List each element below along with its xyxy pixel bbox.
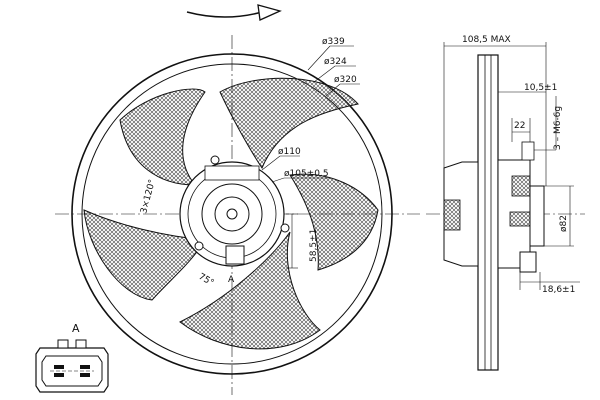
- dim-bolt-circle: ø105±0.5: [284, 169, 329, 179]
- side-view: 108,5 MAX 10,5±1 22 3 – M6-6g ø82 18,6±1: [426, 35, 585, 371]
- dim-thread: 3 – M6-6g: [553, 106, 563, 150]
- rotation-arrow-icon: [186, 4, 282, 21]
- dim-angle-left: 3×120°: [139, 178, 158, 214]
- inner-ring: [81, 63, 383, 365]
- view-marker: A: [228, 275, 235, 285]
- dim-ring-diameter: ø324: [324, 57, 347, 67]
- dim-depth-max: 108,5 MAX: [462, 35, 511, 45]
- dim-offset: 10,5±1: [524, 83, 557, 93]
- dim-radial-offset: 58,5±1: [309, 229, 319, 262]
- dim-blade-diameter: ø320: [334, 75, 357, 85]
- connector-detail: A: [35, 322, 109, 393]
- hub: [179, 155, 290, 267]
- detail-marker: A: [72, 322, 80, 335]
- dim-hub-height: 18,6±1: [542, 285, 575, 295]
- dim-hub-diameter: ø110: [278, 147, 301, 157]
- front-leaders: [261, 45, 360, 269]
- dim-slot-width: 22: [514, 121, 525, 131]
- outer-ring: [71, 53, 393, 375]
- fan-blades: [83, 77, 379, 350]
- dim-angle-bottom: 75°: [197, 272, 216, 289]
- dim-outer-diameter: ø339: [322, 37, 345, 47]
- front-view: ø339 ø324 ø320 ø110 ø105±0.5 58,5±1 3×12…: [55, 35, 420, 395]
- dim-motor-diameter: ø82: [559, 215, 569, 232]
